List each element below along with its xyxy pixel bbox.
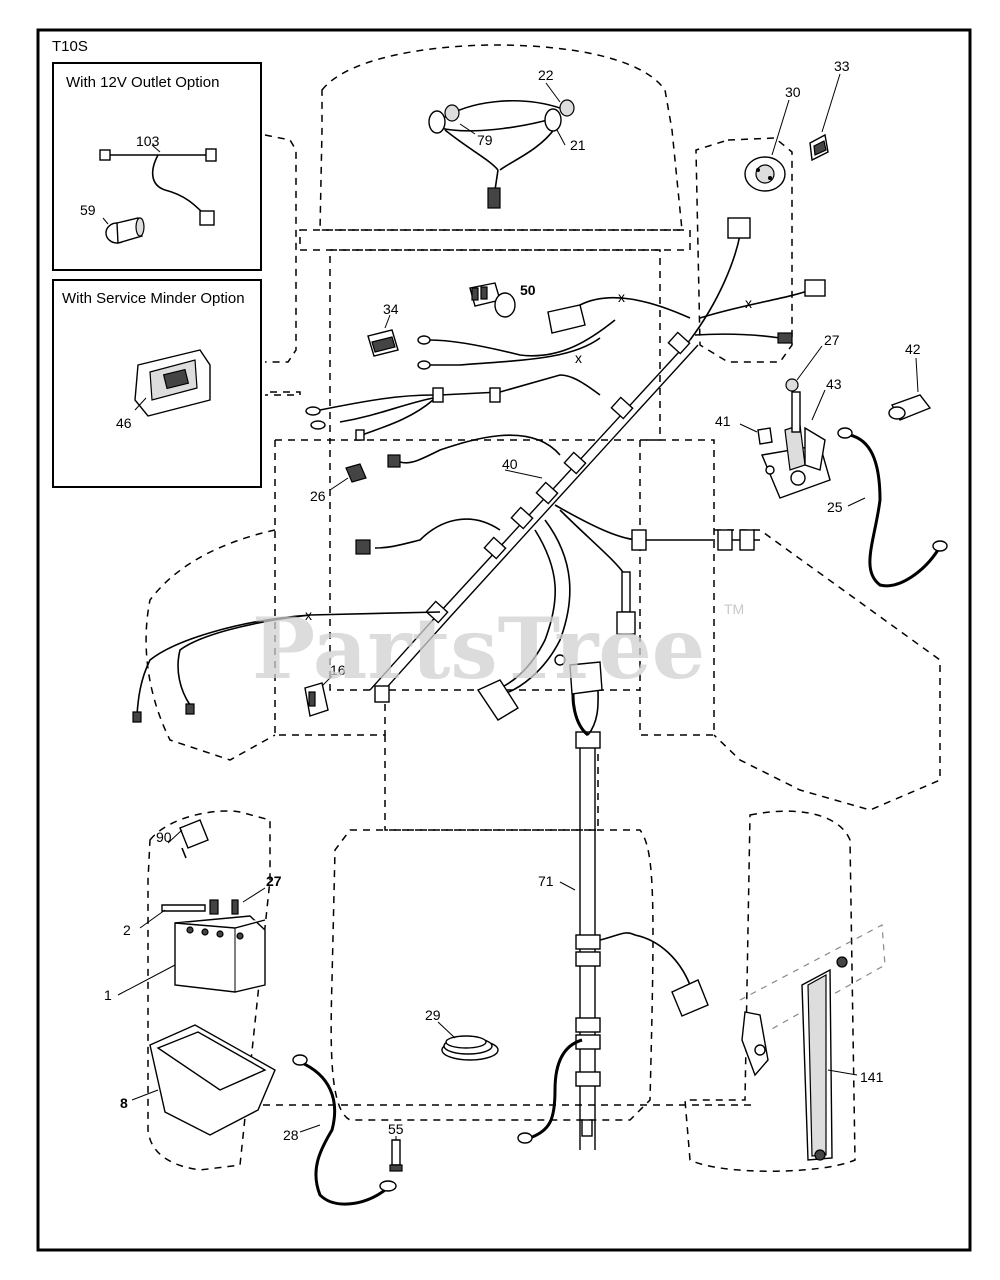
cable-ties: 29 (425, 1007, 499, 1061)
watermark: PartsTree (252, 599, 705, 698)
callout-43: 43 (826, 376, 842, 392)
rear-harness: 71 (517, 654, 709, 1150)
callout-30: 30 (785, 84, 801, 100)
callout-46: 46 (116, 415, 132, 431)
callout-40: 40 (502, 456, 518, 472)
callout-141: 141 (860, 1069, 884, 1085)
inset-service-minder: With Service Minder Option 46 (52, 279, 262, 488)
inset-service-minder-title: With Service Minder Option (62, 290, 245, 307)
pto-switch: 50 (469, 282, 586, 334)
callout-103: 103 (136, 133, 160, 149)
callout-79: 79 (477, 132, 493, 148)
callout-25: 25 (827, 499, 843, 515)
callout-26: 26 (310, 488, 326, 504)
battery-group: 90 2 27 1 8 28 55 (104, 819, 404, 1206)
inset-12v-outlet: With 12V Outlet Option 103 59 (52, 62, 262, 271)
callout-1: 1 (104, 987, 112, 1003)
callout-71: 71 (538, 873, 554, 889)
main-harness: x x x (132, 217, 826, 723)
callout-22: 22 (538, 67, 554, 83)
callout-29: 29 (425, 1007, 441, 1023)
watermark-tm: TM (724, 601, 744, 617)
relay: 33 (809, 58, 850, 162)
diagram-code: T10S (52, 38, 88, 55)
inset-12v-title: With 12V Outlet Option (66, 74, 219, 91)
headlight-harness: 22 79 21 (428, 67, 586, 209)
connector-16: 16 (304, 662, 346, 717)
callout-21: 21 (570, 137, 586, 153)
diode: 26 (310, 463, 367, 504)
starter-solenoid-group: 27 43 41 42 25 (715, 332, 948, 588)
callout-50: 50 (520, 282, 536, 298)
callout-27-top: 27 (824, 332, 840, 348)
svg-text:x: x (745, 295, 752, 311)
callout-41: 41 (715, 413, 731, 429)
svg-text:x: x (575, 350, 582, 366)
callout-27-battery: 27 (266, 873, 282, 889)
diagram-frame (36, 28, 972, 1252)
seat-switch: 34 (367, 301, 399, 357)
callout-2: 2 (123, 922, 131, 938)
svg-text:x: x (618, 289, 625, 305)
callout-28: 28 (283, 1127, 299, 1143)
ignition-switch: 30 (744, 84, 801, 192)
callout-8: 8 (120, 1095, 128, 1111)
callout-59: 59 (80, 202, 96, 218)
callout-34: 34 (383, 301, 399, 317)
callout-90: 90 (156, 829, 172, 845)
callout-42: 42 (905, 341, 921, 357)
callout-33: 33 (834, 58, 850, 74)
callout-55: 55 (388, 1121, 404, 1137)
callout-16: 16 (330, 662, 346, 678)
rear-bracket: 141 (739, 924, 886, 1161)
